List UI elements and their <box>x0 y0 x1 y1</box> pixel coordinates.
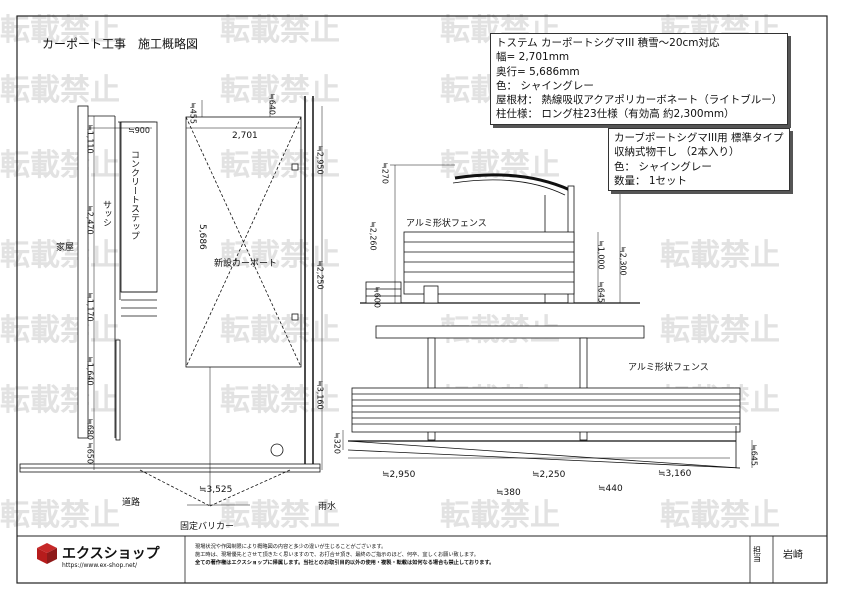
watermark: 転載禁止 <box>220 383 340 418</box>
spec-line: 奥行= 5,686mm <box>496 65 580 78</box>
watermark: 転載禁止 <box>0 148 120 183</box>
footer-notes: 現場状況や作図制限により概略図の内容と多少の違いが生じることがございます。 施工… <box>195 543 494 567</box>
accessory-spec-box: カーブポートシグマIII用 標準タイプ 収納式物干し （2本入り） 色： シャイ… <box>608 128 790 192</box>
front-elevation <box>342 325 753 469</box>
product-spec-box: トステム カーポートシグマIII 積雪～20cm対応 幅= 2,701mm 奥行… <box>490 33 789 125</box>
front-elevation-labels: アルミ形状フェンス ≒320 ≒645 ≒2,950 ≒2,250 ≒3,160… <box>333 361 759 498</box>
watermark: 転載禁止 <box>440 498 560 533</box>
watermark: 転載禁止 <box>0 73 120 108</box>
tantou-label: 担当 <box>753 545 762 563</box>
dim-380: ≒380 <box>496 488 521 498</box>
dim-320: ≒320 <box>333 432 342 454</box>
dim-2250-front: ≒2,250 <box>532 470 566 480</box>
watermark: 転載禁止 <box>0 383 120 418</box>
accessory-line: カーブポートシグマIII用 標準タイプ <box>614 132 784 144</box>
dim-600: ≒600 <box>373 286 382 308</box>
accessory-line: 数量： 1セット <box>614 174 688 187</box>
dim-5686: 5,686 <box>197 224 207 250</box>
dim-3525: ≒3,525 <box>199 485 232 495</box>
concrete-step <box>120 121 158 293</box>
side-elevation <box>360 164 640 304</box>
spec-line: 柱仕様： ロング柱23仕様（有効高 約2,300mm） <box>496 108 735 121</box>
watermark: 転載禁止 <box>220 13 340 48</box>
dim-3160: ≒3,160 <box>316 380 325 410</box>
side-elevation-labels: アルミ形状フェンス ≒270 ≒2,260 ≒600 ≒1,000 ≒645 ≒… <box>369 162 628 308</box>
watermark: 転載禁止 <box>660 313 780 348</box>
watermark: 転載禁止 <box>0 238 120 273</box>
road-label: 道路 <box>122 496 140 508</box>
dim-1170: ≒1,170 <box>86 292 95 322</box>
dim-270: ≒270 <box>381 162 390 184</box>
rain-label: 雨水 <box>318 500 336 512</box>
footer-note-3: 全ての著作権はエクスショップに帰属します。当社とのお取引目的以外の使用・複製・転… <box>195 560 495 566</box>
carport-label: 新設カーポート <box>214 257 277 269</box>
footer-note-1: 現場状況や作図制限により概略図の内容と多少の違いが生じることがございます。 <box>195 544 387 550</box>
sash-label: サッシ <box>101 200 112 227</box>
fence-label: アルミ形状フェンス <box>406 217 487 229</box>
dim-1110: ≒1,110 <box>86 124 95 154</box>
page-title: カーポート工事 施工概略図 <box>42 36 198 51</box>
dim-680: ≒680 <box>86 418 95 440</box>
dim-2701: 2,701 <box>232 131 258 141</box>
accessory-line: 色： シャイングレー <box>614 160 712 173</box>
footer-logo: エクスショップ https://www.ex-shop.net/ <box>37 543 161 569</box>
dim-3160-front: ≒3,160 <box>658 469 692 479</box>
logo-text: エクスショップ <box>62 546 161 562</box>
watermark: 転載禁止 <box>0 498 120 533</box>
person-name: 岩崎 <box>783 548 803 561</box>
dim-640: ≒640 <box>268 93 277 115</box>
footer-note-2: 施工時は、現場優先とさせて頂きたく思いますので、お打合せ頂き、最終のご指示のほど… <box>195 552 479 558</box>
watermark: 転載禁止 <box>220 313 340 348</box>
cube-logo-icon <box>37 543 57 564</box>
dim-2950: ≒2,950 <box>316 145 325 175</box>
dim-645b: ≒645 <box>750 444 759 466</box>
dim-1000: ≒1,000 <box>597 240 606 270</box>
plan-view <box>19 96 323 507</box>
watermark: 転載禁止 <box>220 238 340 273</box>
accessory-line: 収納式物干し （2本入り） <box>614 146 740 159</box>
watermark: 転載禁止 <box>660 238 780 273</box>
dim-2300: ≒2,300 <box>619 246 628 276</box>
plan-labels: 家屋 サッシ コンクリートステップ 新設カーポート 道路 雨水 固定バリカー ≒… <box>56 93 336 532</box>
page-border <box>16 15 828 584</box>
dim-1640: ≒1,640 <box>86 356 95 386</box>
dim-650: ≒650 <box>86 442 95 464</box>
dim-455: ≒455 <box>189 102 198 124</box>
spec-line: トステム カーポートシグマIII 積雪～20cm対応 <box>496 37 720 49</box>
watermark: 転載禁止 <box>220 498 340 533</box>
dim-2260: ≒2,260 <box>369 221 378 251</box>
watermark: 転載禁止 <box>220 148 340 183</box>
dim-2950-front: ≒2,950 <box>382 470 416 480</box>
watermark: 転載禁止 <box>0 13 120 48</box>
watermark: 転載禁止 <box>660 498 780 533</box>
dim-645a: ≒645 <box>597 281 606 303</box>
house-label: 家屋 <box>56 241 74 253</box>
logo-url: https://www.ex-shop.net/ <box>62 562 138 569</box>
spec-line: 幅= 2,701mm <box>496 51 570 64</box>
sash <box>115 339 121 441</box>
dim-900: ≒900 <box>128 126 150 135</box>
dim-440: ≒440 <box>598 484 623 494</box>
watermark: 転載禁止 <box>0 313 120 348</box>
stairs-label: コンクリートステップ <box>129 150 139 240</box>
carport-outline <box>185 116 302 368</box>
dim-2470: ≒2,470 <box>86 205 95 235</box>
bollard-label: 固定バリカー <box>180 520 234 532</box>
fence-label-front: アルミ形状フェンス <box>628 361 709 373</box>
spec-line: 色： シャイングレー <box>496 79 594 92</box>
house-wall <box>77 105 89 439</box>
bollard <box>270 443 284 457</box>
watermark: 転載禁止 <box>220 73 340 108</box>
spec-line: 屋根材： 熱線吸収アクアポリカーボネート（ライトブルー） <box>496 94 783 107</box>
dim-2250: ≒2,250 <box>316 260 325 290</box>
